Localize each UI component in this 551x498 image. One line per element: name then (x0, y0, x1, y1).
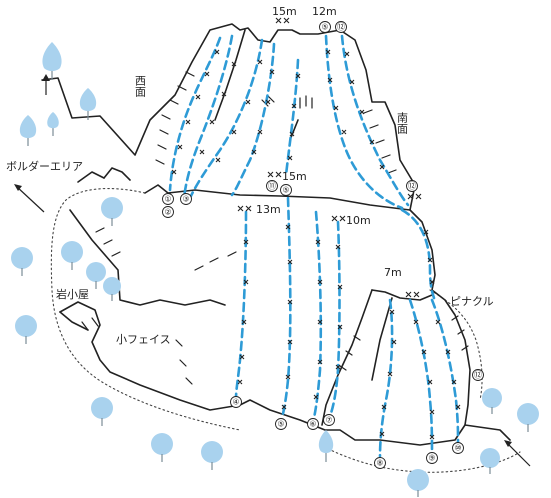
climbing-routes (168, 34, 460, 458)
route-number-12-pinnacle: ⑫ (472, 369, 484, 381)
length-mid-13m: 13m (256, 203, 281, 216)
tree-icon (517, 403, 539, 432)
route-8 (378, 298, 394, 458)
rock-hatching (81, 71, 469, 385)
route-number-6: ⑥ (307, 418, 319, 430)
route-number-12-mid: ⑫ (406, 180, 418, 192)
route-4 (230, 42, 276, 197)
svg-text:⑤: ⑤ (277, 420, 284, 429)
arrow-icon (42, 74, 50, 95)
route-number-5-bottom: ⑤ (275, 418, 287, 430)
length-mid-7m: 7m (384, 266, 402, 279)
length-top-15m: 15m (272, 5, 297, 18)
route-number-5-top: ⑤ (319, 21, 331, 33)
route-3 (188, 38, 264, 200)
label-west-face: 西面 (134, 75, 147, 97)
label-hut: 岩小屋 (56, 287, 89, 301)
rock-outline (41, 23, 511, 446)
tree-icon (103, 277, 121, 301)
tree-icon (318, 430, 334, 462)
length-mid-10m: 10m (346, 214, 371, 227)
route-number-5-mid: ⑤ (280, 184, 292, 196)
svg-text:⑧: ⑧ (376, 459, 383, 468)
route-12a (324, 34, 404, 210)
route-number-10: ⑩ (452, 442, 464, 454)
svg-text:⑨: ⑨ (428, 454, 435, 463)
length-mid-15m: 15m (282, 170, 307, 183)
tree-icon (480, 448, 500, 474)
route-number-11: ⑪ (266, 180, 278, 192)
tree-icon (482, 388, 502, 414)
length-labels: 15m 12m 15m 13m 10m 7m (256, 5, 402, 279)
tree-icon (15, 315, 37, 344)
tree-icon (86, 262, 106, 289)
route-1 (168, 36, 222, 192)
svg-text:⑦: ⑦ (325, 416, 332, 425)
route-number-7: ⑦ (323, 414, 335, 426)
label-pinnacle: ピナクル (450, 295, 494, 308)
tree-icon (101, 197, 123, 226)
tree-icon (42, 42, 62, 80)
route-12b (340, 34, 410, 207)
tree-icon (11, 247, 33, 276)
trees (11, 42, 539, 497)
svg-text:④: ④ (232, 398, 239, 407)
route-4b (234, 210, 248, 400)
trail-paths (50, 188, 521, 473)
tree-icon (61, 241, 83, 270)
svg-text:⑩: ⑩ (454, 444, 461, 453)
svg-text:⑪: ⑪ (268, 182, 276, 191)
route-5b (280, 196, 292, 420)
route-number-1: ① (162, 193, 174, 205)
tree-icon (151, 433, 173, 462)
length-top-12m: 12m (312, 5, 337, 18)
arrow-icon (14, 184, 45, 213)
svg-text:③: ③ (182, 195, 189, 204)
route-number-2: ② (162, 206, 174, 218)
tree-icon (91, 397, 113, 426)
tree-icon (19, 115, 37, 146)
tree-icon (201, 441, 223, 470)
svg-text:②: ② (164, 208, 171, 217)
route-9 (408, 298, 434, 454)
svg-text:①: ① (164, 195, 171, 204)
svg-text:⑤: ⑤ (282, 186, 289, 195)
route-number-8: ⑧ (374, 457, 386, 469)
route-2 (182, 34, 234, 200)
bolts (171, 17, 461, 440)
route-7 (328, 220, 341, 418)
svg-text:⑫: ⑫ (337, 23, 345, 32)
route-number-12-top: ⑫ (335, 21, 347, 33)
route-number-9: ⑨ (426, 452, 438, 464)
route-number-4: ④ (230, 396, 242, 408)
arrows (14, 74, 531, 467)
svg-text:⑥: ⑥ (309, 420, 316, 429)
tree-icon (79, 88, 97, 120)
route-12c (400, 208, 436, 300)
svg-text:⑤: ⑤ (321, 23, 328, 32)
label-small-face: 小フェイス (116, 333, 171, 346)
arrow-icon (504, 440, 531, 467)
bolt-icon (171, 17, 461, 440)
route-number-3: ③ (180, 193, 192, 205)
label-south-face: 南面 (396, 112, 409, 134)
route-number-markers: ① ② ③ ⑤ ⑫ ⑪ ⑤ ⑫ ④ ⑤ ⑥ ⑦ ⑧ ⑨ ⑩ ⑫ (162, 21, 484, 469)
svg-text:⑫: ⑫ (408, 182, 416, 191)
tree-icon (407, 469, 429, 497)
route-5a (284, 58, 300, 177)
area-labels: 西面 南面 ボルダーエリア 岩小屋 小フェイス ピナクル (6, 75, 494, 346)
svg-text:⑫: ⑫ (474, 371, 482, 380)
label-boulder-area: ボルダーエリア (6, 159, 83, 173)
tree-icon (47, 112, 59, 136)
route-10 (430, 298, 460, 444)
